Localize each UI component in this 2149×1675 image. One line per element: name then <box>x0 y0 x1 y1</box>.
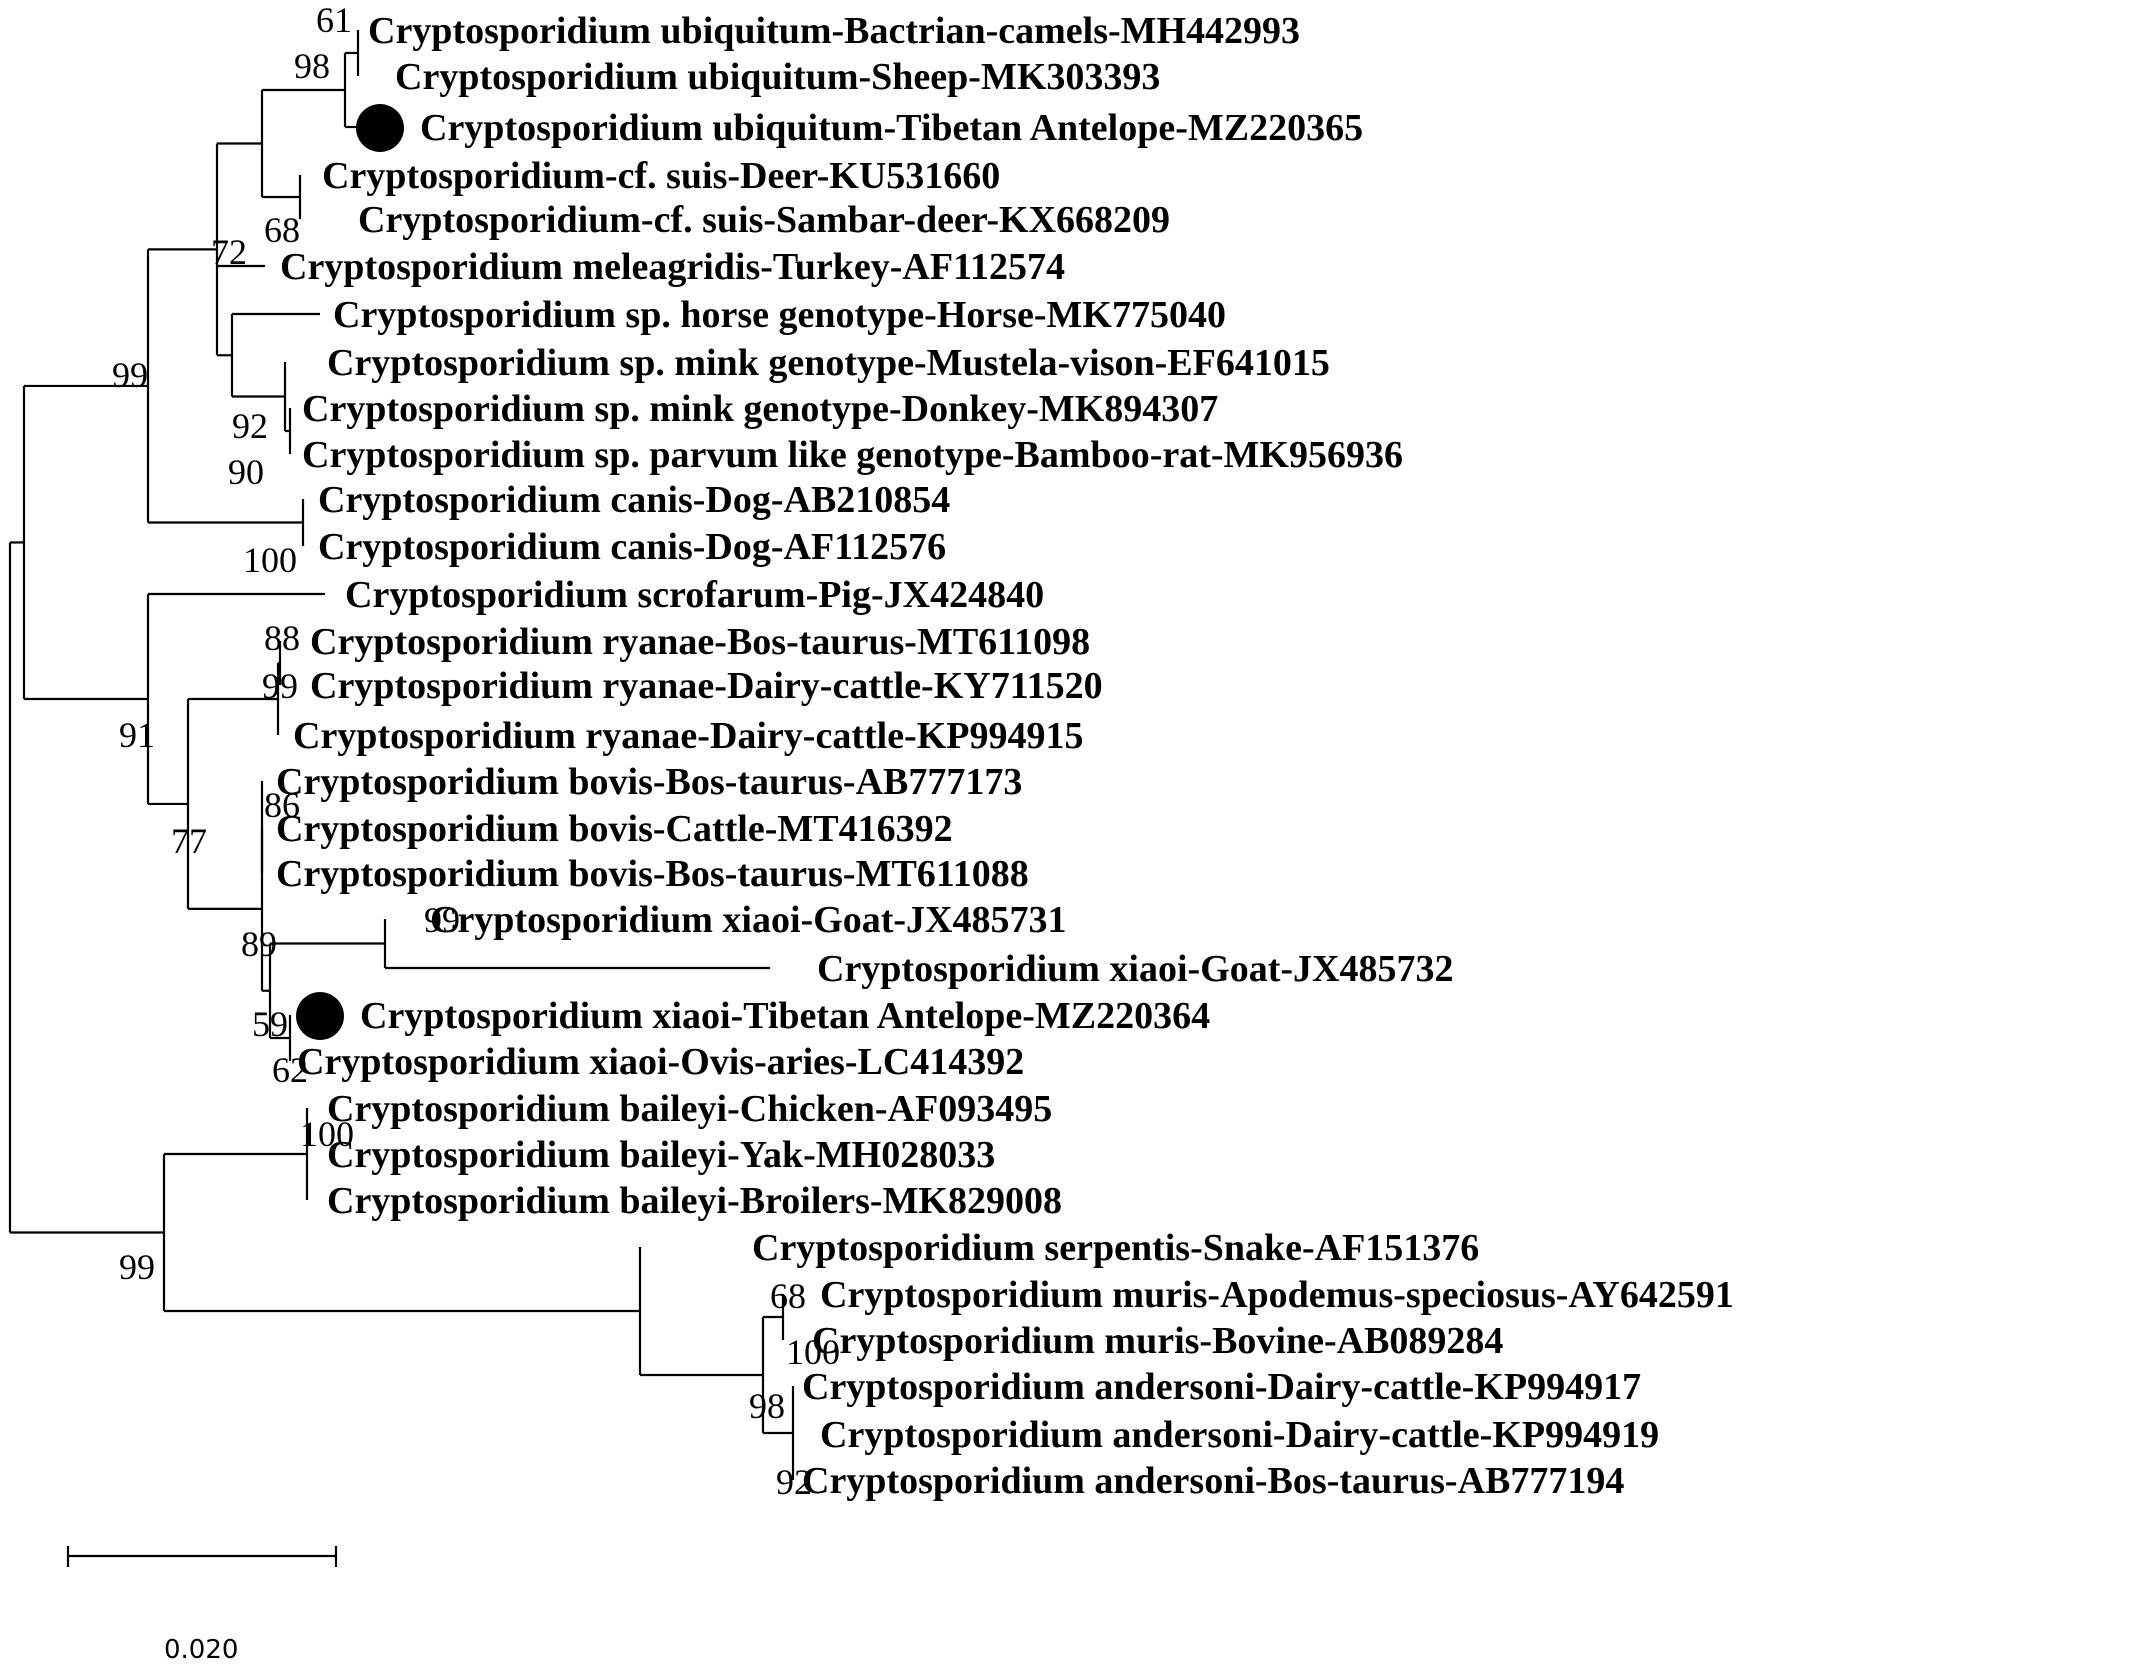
taxon-label: Cryptosporidium andersoni-Bos-taurus-AB7… <box>802 1460 1624 1502</box>
bootstrap-labels: 61 98 68 72 92 90 100 99 88 99 86 99 59 62 89 77 91 100 68… <box>112 0 840 1502</box>
taxon-label: Cryptosporidium sp. mink genotype-Donkey… <box>302 388 1218 430</box>
taxon-labels: Cryptosporidium ubiquitum-Bactrian-camel… <box>276 10 1734 1502</box>
bootstrap-value: 91 <box>119 715 155 755</box>
taxon-label: Cryptosporidium ubiquitum-Tibetan Antelo… <box>420 107 1363 149</box>
taxon-label: Cryptosporidium sp. parvum like genotype… <box>302 434 1403 476</box>
bootstrap-value: 77 <box>171 821 207 861</box>
taxon-label: Cryptosporidium xiaoi-Goat-JX485731 <box>430 899 1067 941</box>
taxon-label: Cryptosporidium scrofarum-Pig-JX424840 <box>345 574 1044 616</box>
taxon-label: Cryptosporidium-cf. suis-Sambar-deer-KX6… <box>358 199 1170 241</box>
bootstrap-value: 89 <box>241 924 277 964</box>
taxon-label: Cryptosporidium andersoni-Dairy-cattle-K… <box>802 1366 1641 1408</box>
bootstrap-value: 100 <box>786 1332 840 1372</box>
taxon-label: Cryptosporidium canis-Dog-AF112576 <box>318 526 946 568</box>
taxon-label: Cryptosporidium ryanae-Bos-taurus-MT6110… <box>310 621 1090 663</box>
sample-marker-dot <box>296 992 344 1040</box>
bootstrap-value: 99 <box>119 1247 155 1287</box>
taxon-label: Cryptosporidium ryanae-Dairy-cattle-KY71… <box>310 665 1103 707</box>
taxon-label: Cryptosporidium baileyi-Chicken-AF093495 <box>327 1088 1052 1130</box>
taxon-label: Cryptosporidium xiaoi-Goat-JX485732 <box>817 948 1454 990</box>
bootstrap-value: 99 <box>262 666 298 706</box>
bootstrap-value: 100 <box>243 540 297 580</box>
taxon-label: Cryptosporidium muris-Bovine-AB089284 <box>812 1320 1503 1362</box>
bootstrap-value: 68 <box>770 1276 806 1316</box>
bootstrap-value: 92 <box>776 1462 812 1502</box>
bootstrap-value: 68 <box>264 210 300 250</box>
taxon-label: Cryptosporidium bovis-Bos-taurus-MT61108… <box>276 853 1029 895</box>
taxon-label: Cryptosporidium canis-Dog-AB210854 <box>318 479 950 521</box>
scale-bar: 0.020 <box>66 1546 338 1665</box>
scale-bar-label: 0.020 <box>164 1635 238 1665</box>
bootstrap-value: 88 <box>264 618 300 658</box>
tree-branches <box>8 30 795 1480</box>
taxon-label: Cryptosporidium baileyi-Yak-MH028033 <box>327 1134 995 1176</box>
taxon-label: Cryptosporidium xiaoi-Ovis-aries-LC41439… <box>297 1041 1024 1083</box>
taxon-label: Cryptosporidium andersoni-Dairy-cattle-K… <box>820 1414 1659 1456</box>
taxon-label: Cryptosporidium sp. horse genotype-Horse… <box>333 294 1226 336</box>
sample-markers <box>296 104 404 1040</box>
taxon-label: Cryptosporidium baileyi-Broilers-MK82900… <box>327 1180 1062 1222</box>
taxon-label: Cryptosporidium bovis-Cattle-MT416392 <box>276 808 953 850</box>
bootstrap-value: 98 <box>294 46 330 86</box>
taxon-label: Cryptosporidium meleagridis-Turkey-AF112… <box>280 246 1065 288</box>
taxon-label: Cryptosporidium ryanae-Dairy-cattle-KP99… <box>293 715 1084 757</box>
taxon-label: Cryptosporidium ubiquitum-Sheep-MK303393 <box>395 56 1160 98</box>
taxon-label: Cryptosporidium xiaoi-Tibetan Antelope-M… <box>360 995 1210 1037</box>
taxon-label: Cryptosporidium bovis-Bos-taurus-AB77717… <box>276 761 1022 803</box>
taxon-label: Cryptosporidium muris-Apodemus-speciosus… <box>820 1274 1734 1316</box>
bootstrap-value: 61 <box>316 0 352 40</box>
bootstrap-value: 100 <box>300 1114 354 1154</box>
bootstrap-value: 98 <box>749 1386 785 1426</box>
taxon-label: Cryptosporidium sp. mink genotype-Mustel… <box>327 342 1330 384</box>
sample-marker-dot <box>356 104 404 152</box>
bootstrap-value: 99 <box>424 900 460 940</box>
taxon-label: Cryptosporidium-cf. suis-Deer-KU531660 <box>322 155 1000 197</box>
bootstrap-value: 59 <box>252 1004 288 1044</box>
bootstrap-value: 62 <box>272 1050 308 1090</box>
bootstrap-value: 72 <box>211 232 247 272</box>
taxon-label: Cryptosporidium ubiquitum-Bactrian-camel… <box>368 10 1300 52</box>
bootstrap-value: 92 <box>232 406 268 446</box>
bootstrap-value: 99 <box>112 355 148 395</box>
taxon-label: Cryptosporidium serpentis-Snake-AF151376 <box>752 1227 1479 1269</box>
bootstrap-value: 86 <box>264 785 300 825</box>
bootstrap-value: 90 <box>228 452 264 492</box>
